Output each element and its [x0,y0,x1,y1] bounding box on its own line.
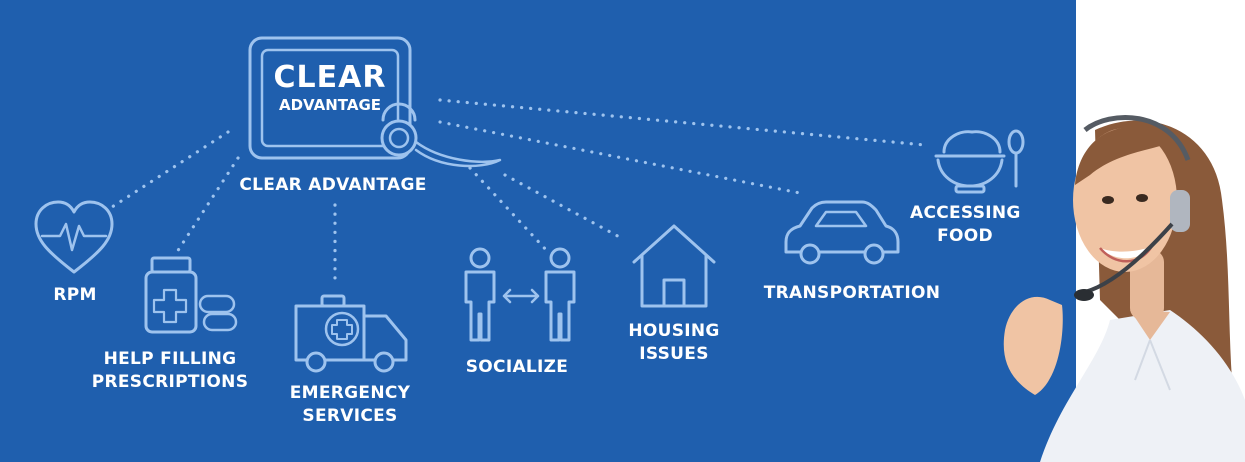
two-people-icon [464,247,576,342]
connector-lines [110,98,927,284]
housing-label-line2: ISSUES [639,344,709,364]
prescriptions-label-line2: PRESCRIPTIONS [91,372,249,392]
pill-bottle-icon [144,256,238,334]
food-label-line1: ACCESSING [910,203,1021,223]
heart-pulse-icon [34,200,114,274]
prescriptions-label: HELP FILLING PRESCRIPTIONS [80,348,260,394]
car-icon [784,200,900,265]
woman-with-headset [1003,115,1245,462]
house-icon [632,224,716,308]
logo-subtitle: ADVANTAGE [278,96,382,114]
food-label-line2: FOOD [937,226,993,246]
transportation-label: TRANSPORTATION [763,283,941,303]
housing-label: HOUSING ISSUES [614,320,734,366]
logo-title: CLEAR [273,60,387,95]
rpm-label: RPM [53,285,97,305]
bowl-spoon-icon [934,129,1025,194]
prescriptions-label-line1: HELP FILLING [103,349,237,369]
emergency-label-line1: EMERGENCY [289,383,411,403]
emergency-label-line2: SERVICES [302,406,398,426]
emergency-label: EMERGENCY SERVICES [270,382,430,428]
ambulance-icon [294,294,408,373]
hub-label: CLEAR ADVANTAGE [239,175,427,195]
blue-panel [0,0,1076,462]
tablet-headset-icon [248,36,502,168]
food-label: ACCESSING FOOD [910,202,1020,248]
socialize-label: SOCIALIZE [465,357,569,377]
housing-label-line1: HOUSING [628,321,720,341]
